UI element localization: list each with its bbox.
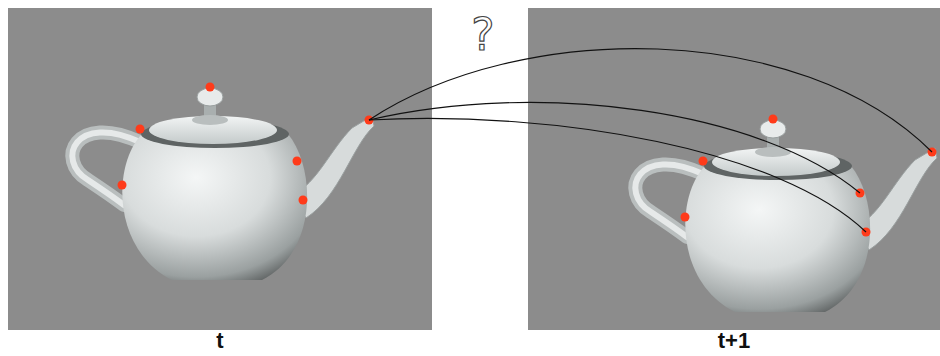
frame-label: t xyxy=(216,328,223,354)
match-curve xyxy=(369,102,860,193)
feature-points xyxy=(681,115,937,237)
question-mark: ? xyxy=(471,9,494,60)
teapot-moved xyxy=(635,115,937,313)
frame-panel xyxy=(528,8,940,330)
frame-panel xyxy=(8,8,432,330)
match-curves xyxy=(369,49,932,232)
feature-points xyxy=(118,83,374,205)
match-curve xyxy=(369,118,866,232)
teapot xyxy=(72,88,374,280)
match-curve xyxy=(369,49,932,152)
frame-label: t+1 xyxy=(718,328,750,354)
